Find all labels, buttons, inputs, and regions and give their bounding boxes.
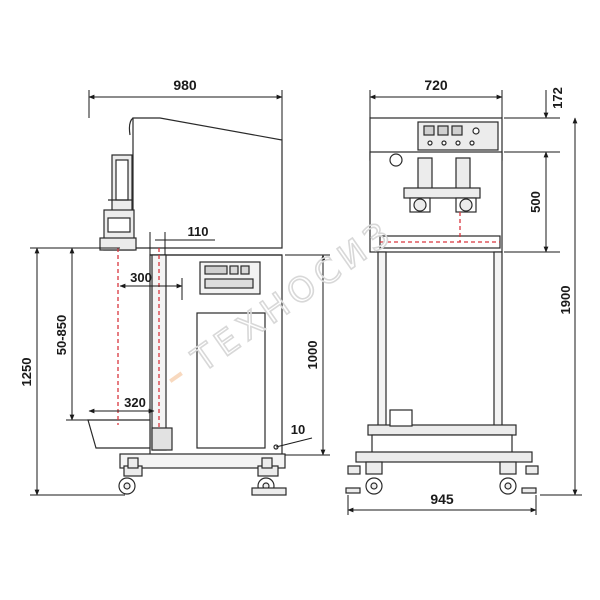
dim-seal-height: 1250 <box>19 358 34 387</box>
side-wheels <box>118 457 287 496</box>
dim-offset-110: 110 <box>188 224 209 239</box>
side-door <box>196 312 266 449</box>
dim-side-width: 980 <box>173 77 197 93</box>
side-seal-lines <box>117 248 160 428</box>
dim-front-width: 720 <box>424 77 448 93</box>
dimension-labels: 980 720 172 500 1900 945 1250 50-850 110… <box>19 77 573 507</box>
dim-head-top: 172 <box>550 87 565 109</box>
dim-offset-10: 10 <box>291 422 305 437</box>
dimension-lines <box>30 90 582 515</box>
dim-head-height: 500 <box>528 191 543 213</box>
front-view <box>345 117 539 495</box>
dim-offset-300: 300 <box>130 270 152 285</box>
dim-offset-320: 320 <box>124 395 146 410</box>
front-legs <box>377 251 503 431</box>
side-view <box>87 117 287 496</box>
side-control-panel <box>199 261 261 295</box>
front-control-panel <box>417 121 499 151</box>
dim-overall-height: 1900 <box>558 286 573 315</box>
front-cylinders <box>403 157 481 213</box>
dim-adjust-range: 50-850 <box>54 315 69 355</box>
side-base <box>119 453 286 469</box>
front-wheels <box>345 461 539 495</box>
sealing-head <box>99 154 137 251</box>
dim-cabinet-height: 1000 <box>305 341 320 370</box>
dim-base-width: 945 <box>430 491 454 507</box>
front-seal-lines <box>380 212 500 243</box>
front-base <box>355 451 533 463</box>
